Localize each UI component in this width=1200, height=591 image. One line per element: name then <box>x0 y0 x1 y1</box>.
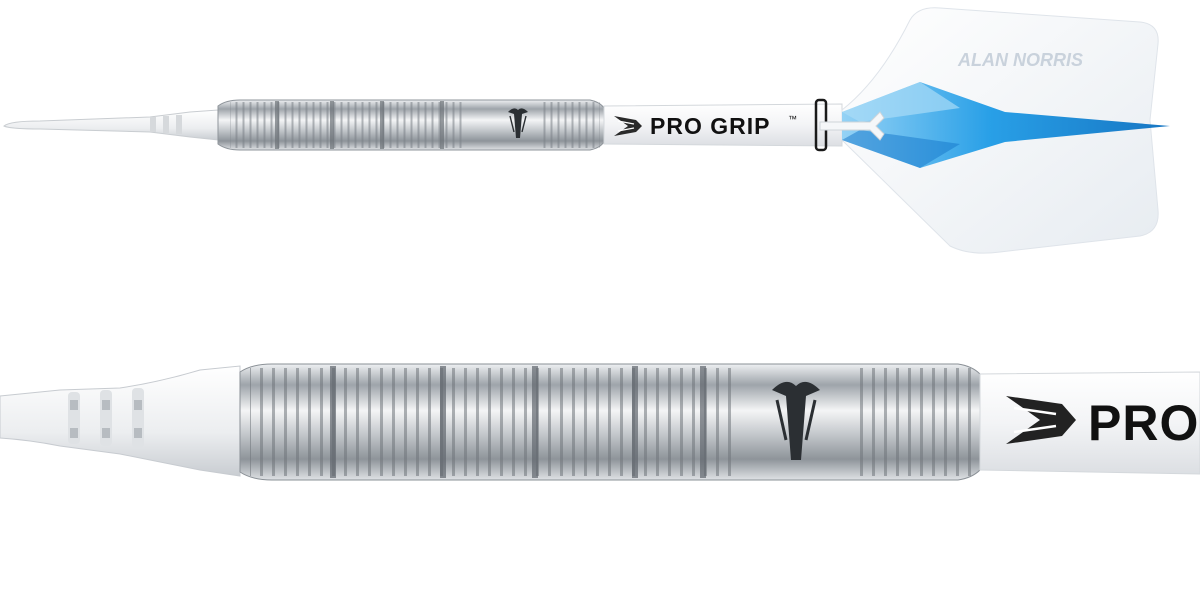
dart-top-shaft: PRO GRIP ™ <box>603 98 843 152</box>
shaft-brand-label: PRO <box>1088 395 1199 451</box>
dart-top-tip <box>3 109 219 141</box>
shaft-brand-label: PRO GRIP <box>650 113 770 139</box>
target-bird-logo-icon <box>508 108 528 138</box>
target-bird-logo-icon <box>772 381 820 460</box>
dart-top: PRO GRIP ™ ALAN NORRIS <box>3 7 1170 254</box>
dart-top-flight: ALAN NORRIS <box>819 7 1170 254</box>
target-wings-logo-icon <box>1006 396 1076 444</box>
dart-bottom-barrel <box>239 363 981 481</box>
dart-bottom-shaft: PRO <box>979 371 1200 475</box>
dart-top-barrel <box>217 99 605 151</box>
target-wings-logo-icon <box>614 116 642 136</box>
dart-bottom: PRO <box>0 363 1200 481</box>
flight-signature-text: ALAN NORRIS <box>957 50 1083 70</box>
trademark-symbol: ™ <box>788 114 797 124</box>
dart-bottom-tip <box>0 365 241 477</box>
